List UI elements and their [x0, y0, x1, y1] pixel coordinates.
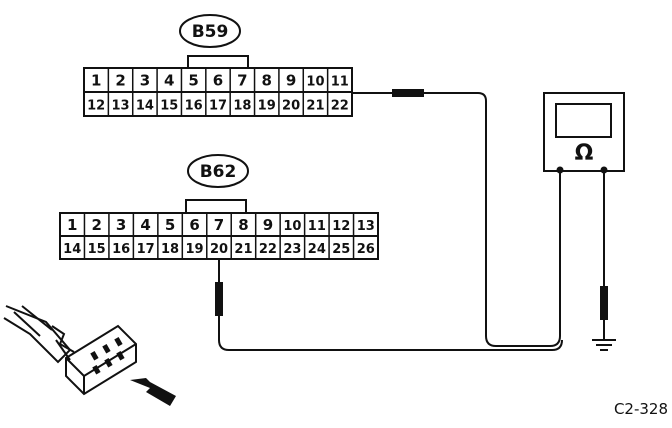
pin-label-connector_b59-19: 19	[258, 99, 276, 114]
pin-label-connector_b62-7: 7	[214, 216, 224, 234]
connector-b62-label-badge	[187, 154, 249, 188]
figure-code: C2-328	[614, 400, 668, 418]
pin-label-connector_b59-21: 21	[306, 99, 324, 114]
ohmmeter-terminal-left	[556, 166, 564, 174]
ground-probe-handle	[600, 286, 608, 320]
connector-b59-label-badge	[179, 14, 241, 48]
pin-label-connector_b62-8: 8	[238, 216, 248, 234]
ohmmeter: Ω	[543, 92, 625, 340]
pin-label-connector_b62-6: 6	[189, 216, 199, 234]
harness-connector-illustration	[3, 305, 137, 396]
pin-label-connector_b59-14: 14	[136, 99, 154, 114]
pin-label-connector_b62-11: 11	[308, 219, 326, 234]
connector-b59-row2: 12 13 14 15 16 17 18 19 20 21 22	[87, 92, 349, 116]
probe-handle-b62	[215, 282, 223, 316]
connector-b62-row2: 14 15 16 17 18 19 20 21 22 23 24 25 26	[63, 236, 375, 259]
pin-label-connector_b59-3: 3	[140, 72, 150, 90]
pin-label-connector_b62-5: 5	[165, 216, 175, 234]
pin-label-connector_b62-9: 9	[263, 216, 273, 234]
pin-label-connector_b62-25: 25	[332, 242, 350, 257]
test-lead-b59	[424, 92, 561, 347]
pin-label-connector_b62-4: 4	[140, 216, 150, 234]
pin-label-connector_b62-21: 21	[234, 242, 252, 257]
pin-label-connector_b62-26: 26	[357, 242, 375, 257]
pin-label-connector_b59-5: 5	[188, 72, 198, 90]
pin-label-connector_b59-17: 17	[209, 99, 227, 114]
pin-label-connector_b59-9: 9	[286, 72, 296, 90]
pin-label-connector_b59-10: 10	[306, 75, 324, 90]
pin-label-connector_b59-1: 1	[91, 72, 101, 90]
probe-handle-b59	[392, 89, 424, 97]
pin-label-connector_b62-18: 18	[161, 242, 179, 257]
pin-label-connector_b62-22: 22	[259, 242, 277, 257]
pin-label-connector_b62-2: 2	[91, 216, 101, 234]
pin-label-connector_b62-16: 16	[112, 242, 130, 257]
pin-label-connector_b59-4: 4	[164, 72, 174, 90]
test-lead-b62	[218, 316, 563, 351]
pin-label-connector_b62-15: 15	[88, 242, 106, 257]
pin-label-connector_b62-14: 14	[63, 242, 81, 257]
pin-label-connector_b59-15: 15	[160, 99, 178, 114]
pin-label-connector_b62-24: 24	[308, 242, 326, 257]
pin-label-connector_b62-19: 19	[185, 242, 203, 257]
pin-label-connector_b62-12: 12	[332, 219, 350, 234]
probe-lead-b59	[352, 89, 561, 347]
pin-label-connector_b62-1: 1	[67, 216, 77, 234]
ohmmeter-body	[543, 92, 625, 172]
pin-label-connector_b59-7: 7	[237, 72, 247, 90]
pin-label-connector_b62-3: 3	[116, 216, 126, 234]
ohmmeter-display	[555, 103, 612, 138]
pin-label-connector_b59-18: 18	[233, 99, 251, 114]
ground-icon	[592, 339, 616, 351]
pin-label-connector_b62-10: 10	[283, 219, 301, 234]
pin-label-connector_b62-23: 23	[283, 242, 301, 257]
probe-lead-b62	[215, 259, 563, 351]
arrow-icon	[130, 378, 176, 406]
pin-label-connector_b59-6: 6	[213, 72, 223, 90]
pin-label-connector_b59-22: 22	[331, 99, 349, 114]
connector-b59-lock-tab	[187, 55, 249, 68]
pin-label-connector_b59-12: 12	[87, 99, 105, 114]
ohm-symbol: Ω	[575, 141, 594, 166]
pin-label-connector_b59-20: 20	[282, 99, 300, 114]
pin-label-connector_b59-16: 16	[185, 99, 203, 114]
pin-label-connector_b62-20: 20	[210, 242, 228, 257]
harness-connector-body	[65, 324, 137, 396]
pin-label-connector_b59-11: 11	[331, 75, 349, 90]
connector-b62-label: B62	[200, 162, 237, 182]
pin-label-connector_b59-2: 2	[115, 72, 125, 90]
connector-b62-lock-tab	[185, 199, 247, 213]
pin-label-connector_b62-13: 13	[357, 219, 375, 234]
connector-b59-label: B59	[192, 22, 229, 42]
pin-label-connector_b62-17: 17	[137, 242, 155, 257]
pin-label-connector_b59-8: 8	[262, 72, 272, 90]
pin-label-connector_b59-13: 13	[111, 99, 129, 114]
